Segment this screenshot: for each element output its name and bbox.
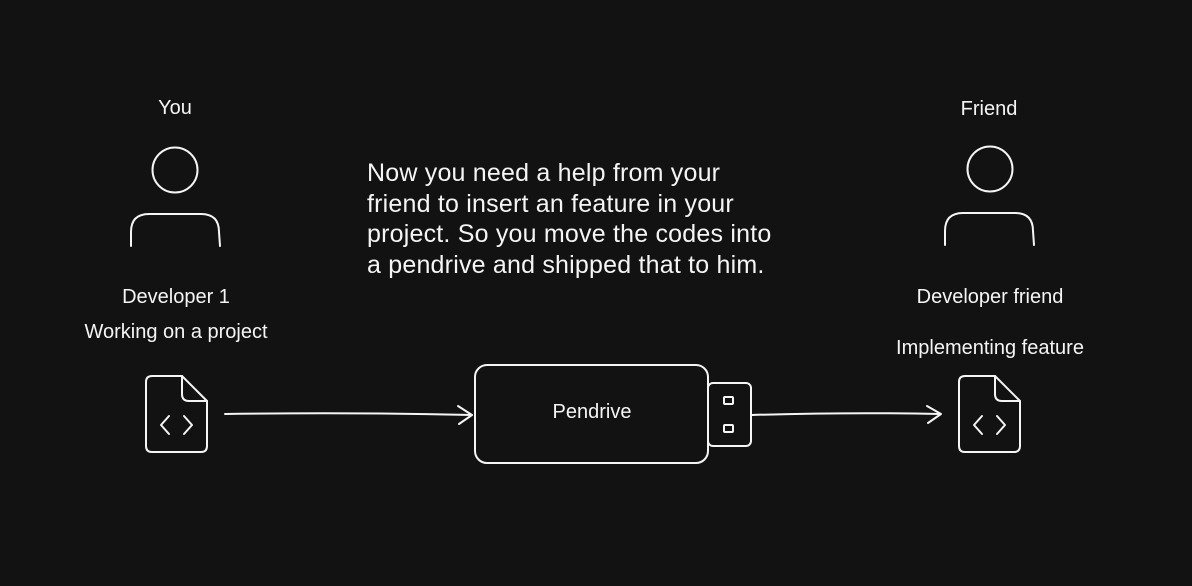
you-role: Developer 1 [122,286,230,308]
friend-code-file-icon [958,375,1021,453]
you-activity: Working on a project [84,321,268,343]
friend-activity: Implementing feature [896,337,1084,359]
narrative-text: Now you need a help from your friend to … [367,159,772,279]
friend-role: Developer friend [916,286,1064,308]
arrow-to-friend [751,405,942,424]
friend-user-icon [944,145,1035,246]
you-code-file-icon [145,375,208,453]
friend-title: Friend [960,98,1018,120]
you-title: You [158,97,192,119]
pendrive-label: Pendrive [552,401,632,423]
arrow-to-pendrive [224,405,473,425]
you-user-icon [130,146,221,247]
pendrive-usb-drive-icon [474,364,752,464]
